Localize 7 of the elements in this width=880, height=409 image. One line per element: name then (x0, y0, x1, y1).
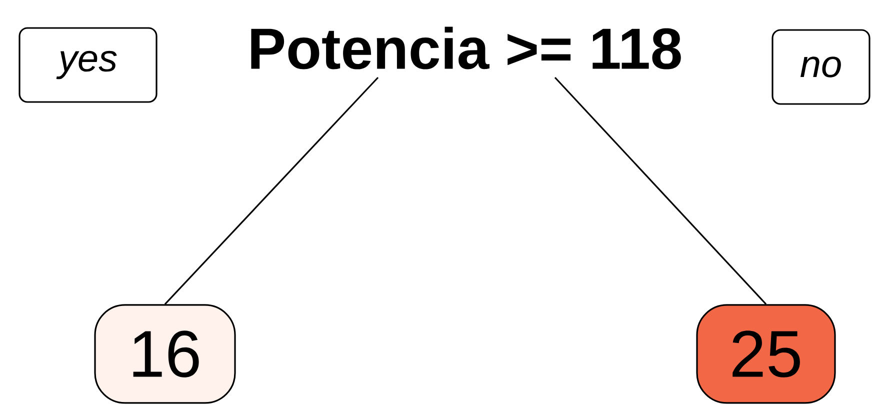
split-label: Potencia >= 118 (251, 26, 681, 70)
connector-line (164, 76, 379, 305)
connector-line (554, 76, 767, 305)
branch-label: no (772, 29, 870, 105)
leaf-node: 25 (696, 304, 836, 404)
leaf-node: 16 (94, 304, 236, 404)
branch-label: yes (18, 27, 158, 103)
